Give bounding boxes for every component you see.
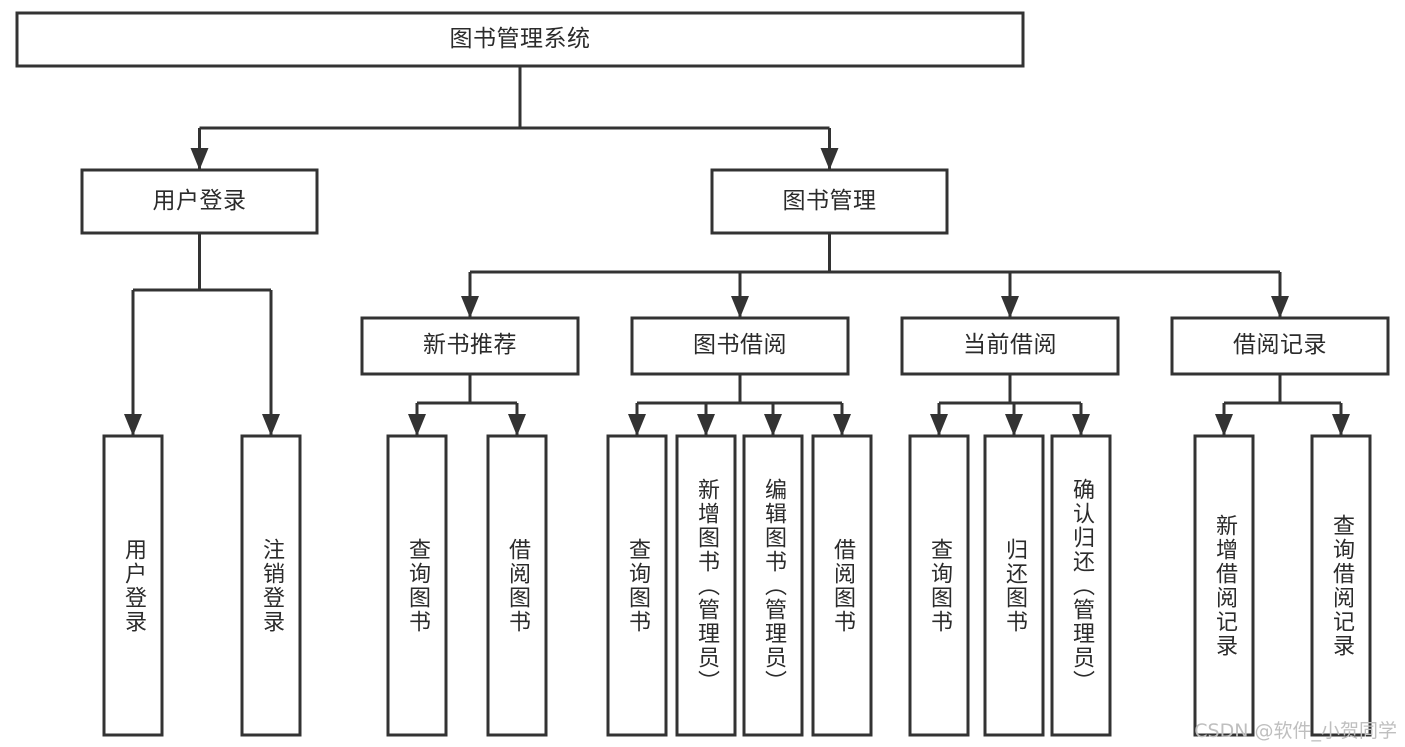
node-box-new-book-recommend[interactable] [360,316,580,376]
arrow-current-borrow-to-leaf-confirm-return [1072,414,1090,436]
arrow-new-book-recommend-to-leaf-query-book-1 [408,414,426,436]
node-box-book-borrow[interactable] [630,316,850,376]
node-box-leaf-borrow-book-2[interactable] [811,434,873,737]
arrow-book-borrow-to-leaf-add-book [697,414,715,436]
node-box-book-manage[interactable] [710,168,949,235]
arrow-book-borrow-to-leaf-borrow-book-2 [833,414,851,436]
node-box-layer [15,11,1390,737]
arrow-book-borrow-to-leaf-edit-book [764,414,782,436]
node-box-leaf-borrow-book-1[interactable] [486,434,548,737]
arrow-root-to-user-login [190,148,209,170]
node-box-leaf-query-record[interactable] [1310,434,1372,737]
arrow-new-book-recommend-to-leaf-borrow-book-1 [508,414,526,436]
node-box-leaf-confirm-return[interactable] [1050,434,1112,737]
watermark-text: CSDN @软件_小贺同学 [1194,720,1397,742]
connector-layer [124,66,1350,436]
node-box-leaf-edit-book[interactable] [742,434,804,737]
node-box-leaf-query-book-1[interactable] [386,434,448,737]
node-box-leaf-return-book[interactable] [983,434,1045,737]
arrow-book-manage-to-borrow-record [1271,296,1289,318]
node-box-user-login[interactable] [80,168,319,235]
node-box-leaf-add-book[interactable] [675,434,737,737]
node-box-leaf-logout[interactable] [240,434,302,737]
arrow-book-manage-to-new-book-recommend [461,296,479,318]
node-box-leaf-user-login[interactable] [102,434,164,737]
arrow-user-login-to-leaf-logout [262,414,280,436]
node-box-leaf-query-book-3[interactable] [908,434,970,737]
arrow-book-manage-to-book-borrow [731,296,749,318]
arrow-user-login-to-leaf-user-login [124,414,142,436]
arrow-book-manage-to-current-borrow [1001,296,1019,318]
arrow-root-to-book-manage [820,148,839,170]
arrow-borrow-record-to-leaf-query-record [1332,414,1350,436]
node-box-root[interactable] [15,11,1025,68]
node-box-current-borrow[interactable] [900,316,1120,376]
arrow-borrow-record-to-leaf-add-record [1215,414,1233,436]
arrow-current-borrow-to-leaf-query-book-3 [930,414,948,436]
arrow-book-borrow-to-leaf-query-book-2 [628,414,646,436]
node-box-leaf-query-book-2[interactable] [606,434,668,737]
arrow-current-borrow-to-leaf-return-book [1005,414,1023,436]
node-box-borrow-record[interactable] [1170,316,1390,376]
node-box-leaf-add-record[interactable] [1193,434,1255,737]
